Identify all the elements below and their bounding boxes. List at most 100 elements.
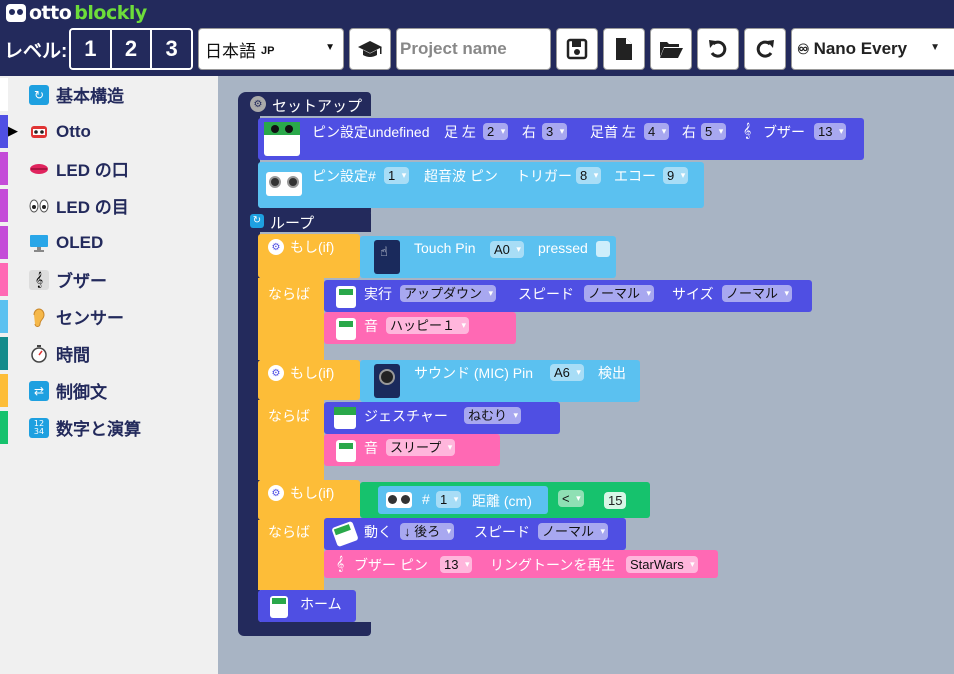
otto-sound-block[interactable]: 音 ハッピー１ [324,312,516,344]
category-buzzer[interactable]: 𝄞 ブザー [0,261,218,298]
operator-dropdown[interactable]: < [558,490,584,507]
gesture-dropdown[interactable]: ねむり [464,407,522,424]
microphone-sensor-icon [374,364,400,398]
top-bar: otto blockly レベル: 1 2 3 日本語 JP ▼ ♾ Nano … [0,0,954,76]
loop-icon: ↻ [29,84,49,105]
tutorial-button[interactable] [349,28,391,70]
if-block-2[interactable]: ⚙ もし(if) [258,360,360,400]
ultrasonic-pin-setup-block[interactable]: ピン設定# 1 超音波 ピン トリガー 8 エコー 9 [258,162,704,208]
block-text: トリガー [516,168,572,184]
loop-block[interactable]: ↻ ループ [238,210,371,232]
robot-head-icon [29,122,49,142]
move-mode-dropdown[interactable]: アップダウン [400,285,497,302]
block-text: 右 [682,124,696,140]
category-color-bar [0,189,8,222]
category-otto[interactable]: ▶ Otto [0,113,218,150]
buzzer-ringtone-block[interactable]: 𝄞 ブザー ピン 13 リングトーンを再生 StarWars [324,550,718,578]
category-oled[interactable]: OLED [0,224,218,261]
language-select[interactable]: 日本語 JP ▼ [198,28,344,70]
otto-home-block[interactable]: ホーム [258,590,356,622]
category-label: センサー [56,309,124,328]
open-folder-button[interactable] [650,28,692,70]
otto-gesture-block[interactable]: ジェスチャー ねむり [324,402,560,434]
gear-icon[interactable]: ⚙ [268,239,284,255]
size-dropdown[interactable]: ノーマル [722,285,793,302]
speed-dropdown[interactable]: ノーマル [538,523,609,540]
logo-accent-text: blockly [74,2,147,24]
gear-icon: ⚙ [250,96,266,112]
distance-sensor-dropdown[interactable]: 1 [436,491,462,508]
touch-sensor-block[interactable]: ☝ Touch Pin A0 pressed [360,236,616,278]
block-text: ジェスチャー [364,408,448,424]
left-foot-pin-dropdown[interactable]: 4 [644,123,670,140]
category-label: OLED [56,232,104,252]
song-dropdown[interactable]: StarWars [626,556,698,573]
undo-button[interactable] [697,28,739,70]
category-control[interactable]: ⇄ 制御文 [0,372,218,409]
if-block-1[interactable]: ⚙ もし(if) [258,234,360,278]
toolbox: ↻ 基本構造 ▶ Otto LED の口 LED の目 OLED 𝄞 ブザー [0,76,218,674]
redo-button[interactable] [744,28,786,70]
category-label: ブザー [56,272,107,291]
otto-walk-block[interactable]: 動く ↓ 後ろ スピード ノーマル [324,518,626,550]
echo-pin-dropdown[interactable]: 9 [663,167,689,184]
sound-dropdown[interactable]: スリープ [386,439,456,456]
block-text: # [422,491,430,507]
if-block-3[interactable]: ⚙ もし(if) [258,480,360,520]
left-leg-pin-dropdown[interactable]: 2 [483,123,509,140]
distance-sensor-block[interactable]: # 1 距離 (cm) [378,486,548,514]
category-sensor[interactable]: センサー [0,298,218,335]
direction-dropdown[interactable]: ↓ 後ろ [400,523,455,540]
gear-icon[interactable]: ⚙ [268,485,284,501]
block-text: 音 [364,440,378,456]
board-select[interactable]: ♾ Nano Every ▼ [791,28,954,70]
distance-value-field[interactable]: 15 [604,492,627,509]
buzzer-pin-dropdown[interactable]: 13 [440,556,473,573]
blockly-workspace[interactable]: ⚙ セットアップ ピン設定undefined 足 左 2 右 3 足首 左 4 … [218,76,954,674]
speed-dropdown[interactable]: ノーマル [584,285,655,302]
save-button[interactable] [556,28,598,70]
block-text: ピン設定# [312,168,376,184]
category-color-bar [0,152,8,185]
block-text: サイズ [672,286,714,302]
number-block[interactable]: 15 [596,486,642,514]
gear-icon[interactable]: ⚙ [268,365,284,381]
category-led-eyes[interactable]: LED の目 [0,187,218,224]
sound-sensor-block[interactable]: サウンド (MIC) Pin A6 検出 [360,360,640,402]
then-label: ならば [268,524,310,540]
then-label: ならば [268,286,310,302]
category-color-bar [0,300,8,333]
otto-sound-block[interactable]: 音 スリープ [324,434,500,466]
right-leg-pin-dropdown[interactable]: 3 [542,123,568,140]
level-3-button[interactable]: 3 [152,30,191,68]
level-2-button[interactable]: 2 [111,30,153,68]
level-1-button[interactable]: 1 [71,30,112,68]
music-note-icon: 𝄞 [29,269,49,290]
category-time[interactable]: 時間 [0,335,218,372]
project-name-input[interactable] [396,28,551,70]
category-led-mouth[interactable]: LED の口 [0,150,218,187]
new-file-icon [616,38,632,60]
setup-block[interactable]: ⚙ セットアップ [238,92,371,116]
right-foot-pin-dropdown[interactable]: 5 [701,123,727,140]
block-text: 音 [364,318,378,334]
trigger-pin-dropdown[interactable]: 8 [576,167,602,184]
ultrasonic-number-dropdown[interactable]: 1 [384,167,410,184]
block-text: 足 左 [444,124,476,140]
compare-block[interactable]: # 1 距離 (cm) < 15 [360,482,650,518]
touch-pin-dropdown[interactable]: A0 [490,241,524,258]
board-value: Nano Every [813,39,908,58]
empty-input-slot[interactable] [596,241,610,257]
mic-pin-dropdown[interactable]: A6 [550,364,584,381]
block-text: エコー [614,168,656,184]
otto-pin-setup-block[interactable]: ピン設定undefined 足 左 2 右 3 足首 左 4 右 5 𝄞 ブザー… [258,118,864,160]
sound-dropdown[interactable]: ハッピー１ [386,317,470,334]
category-basic[interactable]: ↻ 基本構造 [0,76,218,113]
block-text: スピード [518,286,574,302]
otto-move-block[interactable]: 実行 アップダウン スピード ノーマル サイズ ノーマル [324,280,812,312]
loop-block-spine [238,232,260,630]
new-file-button[interactable] [603,28,645,70]
buzzer-pin-dropdown[interactable]: 13 [814,123,847,140]
